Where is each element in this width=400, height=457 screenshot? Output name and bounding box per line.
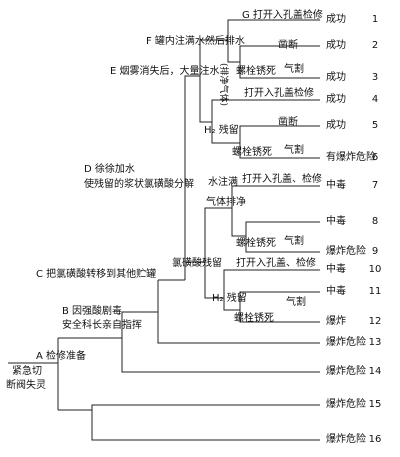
- node-d-label-1: D 徐徐加水: [84, 164, 135, 175]
- chlorosulfonic-residue-label: 氯磺酸残留: [172, 258, 222, 269]
- exhaust-paren-label: (排净气体): [218, 63, 228, 107]
- outcome-text-1: 成功: [326, 14, 346, 25]
- outcome-number-2: 2: [371, 40, 379, 51]
- outcome-number-16: 16: [368, 434, 382, 445]
- outcome-text-14: 爆炸危险: [326, 366, 366, 377]
- outcome-number-10: 10: [368, 264, 382, 275]
- gas-cut-label-3: 气割: [284, 236, 304, 247]
- gas-cut-label-1: 气割: [284, 64, 304, 75]
- outcome-number-9: 9: [371, 246, 379, 257]
- water-full-label: 水注满: [208, 177, 238, 188]
- bolt-label-1: 螺栓锈死: [236, 66, 276, 77]
- outcome-text-5: 成功: [326, 120, 346, 131]
- bolt-label-2: 螺栓锈死: [232, 147, 272, 158]
- node-c-label: C 把氯磺酸转移到其他贮罐: [36, 269, 157, 280]
- outcome-number-13: 13: [368, 337, 382, 348]
- outcome-text-12: 爆炸: [326, 316, 346, 327]
- outcome-text-13: 爆炸危险: [326, 337, 366, 348]
- outcome-text-7: 中毒: [326, 180, 346, 191]
- node-f-label: F 罐内注满水然后排水: [146, 36, 245, 47]
- gas-cut-label-2: 气割: [284, 145, 304, 156]
- node-e-label: E 烟雾消失后，大量注水: [110, 66, 220, 77]
- node-a-sub2-label: 断阀失灵: [6, 380, 46, 391]
- outcome-number-4: 4: [371, 94, 379, 105]
- open-check-label-2: 打开入孔盖、检修: [236, 258, 316, 269]
- outcome-number-11: 11: [368, 286, 382, 297]
- outcome-number-7: 7: [371, 180, 379, 191]
- node-d-label-2: 使残留的浆状氯磺酸分解: [84, 179, 194, 190]
- outcome-text-3: 成功: [326, 72, 346, 83]
- open-check-label-1: 打开入孔盖、检修: [242, 174, 322, 185]
- node-a-sub1-label: 紧急切: [12, 366, 42, 377]
- gas-cut-label-4: 气割: [286, 297, 306, 308]
- outcome-number-15: 15: [368, 399, 382, 410]
- outcome-text-2: 成功: [326, 40, 346, 51]
- outcome-text-8: 中毒: [326, 216, 346, 227]
- outcome-text-15: 爆炸危险: [326, 399, 366, 410]
- outcome-number-1: 1: [371, 14, 379, 25]
- gas-exhaust-label: 气体排净: [206, 197, 246, 208]
- outcome-text-10: 中毒: [326, 264, 346, 275]
- outcome-text-9: 爆炸危险: [326, 246, 366, 257]
- outcome-text-6: 有爆炸危险: [326, 152, 376, 163]
- node-b-label-2: 安全科长亲自指挥: [62, 320, 142, 331]
- outcome-text-4: 成功: [326, 94, 346, 105]
- outcome-number-14: 14: [368, 366, 382, 377]
- node-a-label: A 检修准备: [36, 351, 87, 362]
- outcome-number-5: 5: [371, 120, 379, 131]
- h2-residue-label-top: H₂ 残留: [204, 125, 239, 136]
- outcome-number-8: 8: [371, 216, 379, 227]
- outcome-number-3: 3: [371, 72, 379, 83]
- h2-residue-label-bottom: H₂ 残留: [212, 293, 247, 304]
- node-g-label: G 打开入孔盖检修: [242, 10, 323, 21]
- node-b-label-1: B 因强酸剧毒: [62, 306, 123, 317]
- outcome-number-12: 12: [368, 316, 382, 327]
- cut-label-1: 凿断: [278, 40, 298, 51]
- cut-label-2: 凿断: [278, 117, 298, 128]
- outcome-number-6: 6: [371, 152, 379, 163]
- bolt-label-3: 螺栓锈死: [236, 238, 276, 249]
- open-manhole-label: 打开入孔盖检修: [244, 88, 314, 99]
- outcome-text-16: 爆炸危险: [326, 434, 366, 445]
- outcome-text-11: 中毒: [326, 286, 346, 297]
- bolt-label-4: 螺栓锈死: [234, 313, 274, 324]
